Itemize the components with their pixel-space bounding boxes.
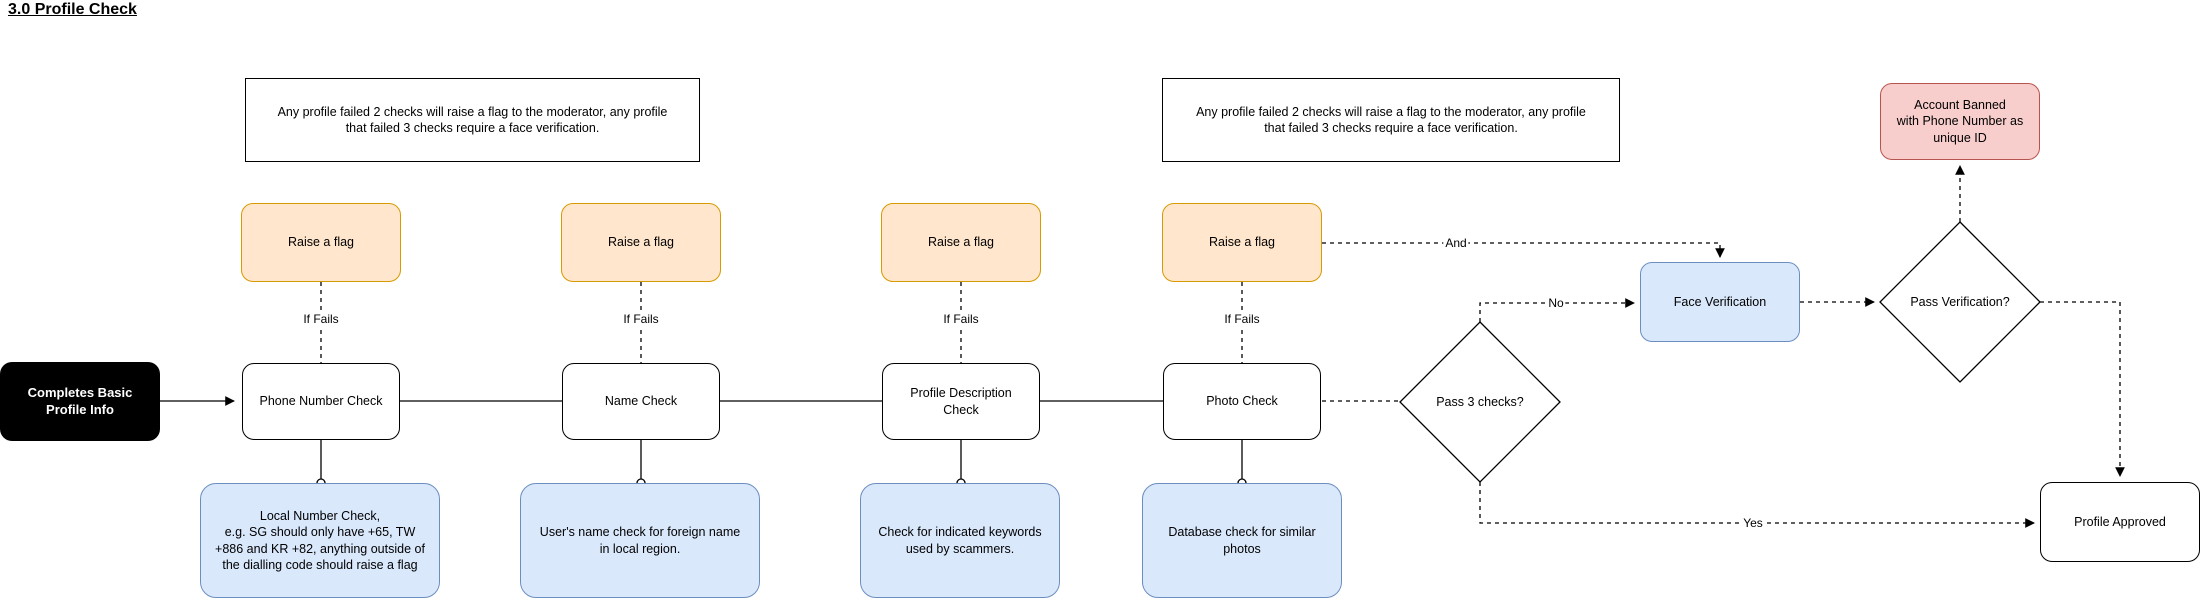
- detail-note-profile-description: Check for indicated keywords used by sca…: [860, 483, 1060, 598]
- edge-pass3-no-to-faceverification: [1479, 298, 1635, 322]
- decision-label-pass-verification: Pass Verification?: [1910, 294, 2010, 309]
- raise-a-flag-phone: Raise a flag: [241, 203, 401, 282]
- edge-label-if-fails-description: If Fails: [941, 312, 981, 326]
- edge-label-if-fails-phone: If Fails: [301, 312, 341, 326]
- check-node-photo: Photo Check: [1163, 363, 1321, 440]
- account-banned-node: Account Banned with Phone Number as uniq…: [1880, 83, 2040, 160]
- face-verification-node: Face Verification: [1640, 262, 1800, 342]
- moderator-note-right: Any profile failed 2 checks will raise a…: [1162, 78, 1620, 162]
- page-title: 3.0 Profile Check: [8, 1, 137, 18]
- raise-a-flag-description: Raise a flag: [881, 203, 1041, 282]
- edge-label-no: No: [1546, 296, 1566, 310]
- decision-label-pass-3-checks: Pass 3 checks?: [1436, 394, 1524, 409]
- edge-label-yes: Yes: [1741, 516, 1765, 530]
- raise-a-flag-photo: Raise a flag: [1162, 203, 1322, 282]
- detail-note-name: User's name check for foreign name in lo…: [520, 483, 760, 598]
- edge-label-and: And: [1443, 236, 1469, 250]
- diamond-pass-verification: [1879, 221, 2041, 383]
- detail-note-phone-number: Local Number Check, e.g. SG should only …: [200, 483, 440, 598]
- diamond-pass-3-checks: [1399, 321, 1561, 483]
- moderator-note-left: Any profile failed 2 checks will raise a…: [245, 78, 700, 162]
- edge-passverification-to-approved: [2040, 301, 2125, 477]
- edge-flag-and-to-faceverification: [1322, 242, 1725, 258]
- check-node-name: Name Check: [562, 363, 720, 440]
- edge-pass3-yes-to-approved: [1479, 482, 2035, 528]
- check-node-phone-number: Phone Number Check: [242, 363, 400, 440]
- edge-label-if-fails-name: If Fails: [621, 312, 661, 326]
- raise-a-flag-name: Raise a flag: [561, 203, 721, 282]
- check-node-profile-description: Profile Description Check: [882, 363, 1040, 440]
- detail-note-photo: Database check for similar photos: [1142, 483, 1342, 598]
- edge-label-if-fails-photo: If Fails: [1222, 312, 1262, 326]
- start-node-completes-basic-profile-info: Completes Basic Profile Info: [0, 362, 160, 441]
- profile-approved-node: Profile Approved: [2040, 482, 2200, 562]
